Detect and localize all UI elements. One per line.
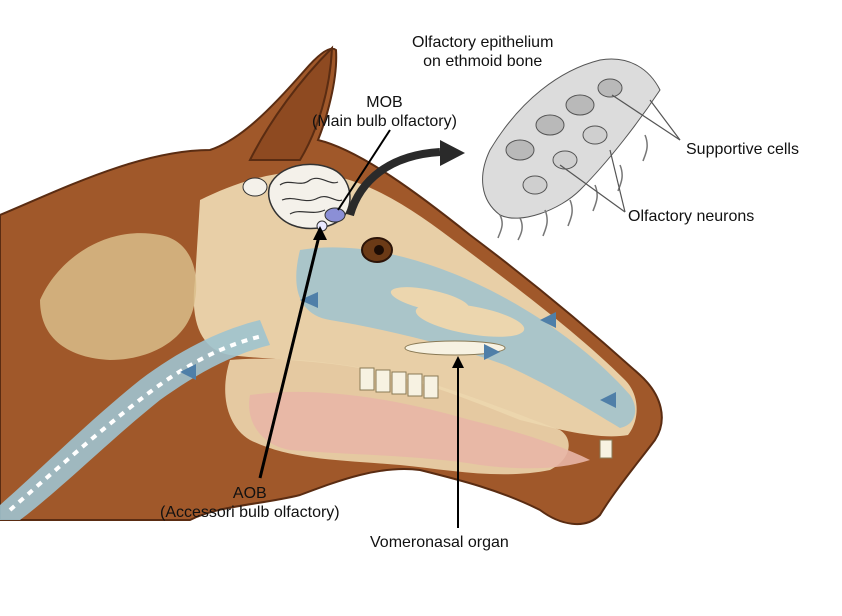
airflow-arrows — [180, 292, 616, 408]
vomeronasal-label: Vomeronasal organ — [370, 534, 509, 551]
neurons-leader-2 — [609, 149, 626, 213]
aob-label-line2: (Accessori bulb olfactory) — [160, 504, 340, 521]
main-olfactory-bulb — [324, 207, 346, 223]
epithelium-label-line2: on ethmoid bone — [423, 53, 543, 70]
mouth-cavity — [249, 391, 590, 469]
aob-leader-line — [258, 231, 322, 479]
eye-pupil — [374, 245, 384, 255]
teeth — [359, 367, 613, 459]
trachea-rings — [8, 334, 263, 512]
mob-leader-line — [337, 129, 391, 211]
aob-label: AOB (Accessori bulb olfactory) — [160, 484, 340, 522]
curved-arrow-head — [440, 140, 465, 166]
aob-leader-arrowhead — [313, 226, 327, 240]
cervical-bone — [40, 233, 197, 360]
mob-label-line1: MOB — [366, 94, 403, 111]
epithelium-label: Olfactory epithelium on ethmoid bone — [412, 33, 553, 71]
brain-folds — [279, 177, 343, 215]
olfactory-epithelium-inset — [482, 58, 661, 241]
epithelium-label-line1: Olfactory epithelium — [412, 34, 554, 51]
ear-shape — [248, 45, 334, 161]
trachea — [0, 320, 270, 520]
curved-arrow — [346, 148, 441, 217]
neurons-leader-1 — [559, 164, 626, 213]
vomeronasal-leader-arrowhead — [452, 356, 464, 368]
cerebellum — [242, 177, 268, 197]
turbinate-2 — [390, 287, 470, 313]
supportive-leader-1 — [611, 94, 681, 141]
olfactory-neurons-label: Olfactory neurons — [628, 208, 755, 225]
mob-label-line2: (Main bulb olfactory) — [312, 113, 457, 130]
aob-label-line1: AOB — [232, 485, 267, 502]
supportive-leader-2 — [649, 99, 681, 141]
vomeronasal-organ — [404, 340, 506, 356]
mob-label: MOB (Main bulb olfactory) — [312, 93, 457, 131]
nasal-airway — [296, 247, 636, 428]
supportive-cells-label: Supportive cells — [686, 141, 799, 158]
